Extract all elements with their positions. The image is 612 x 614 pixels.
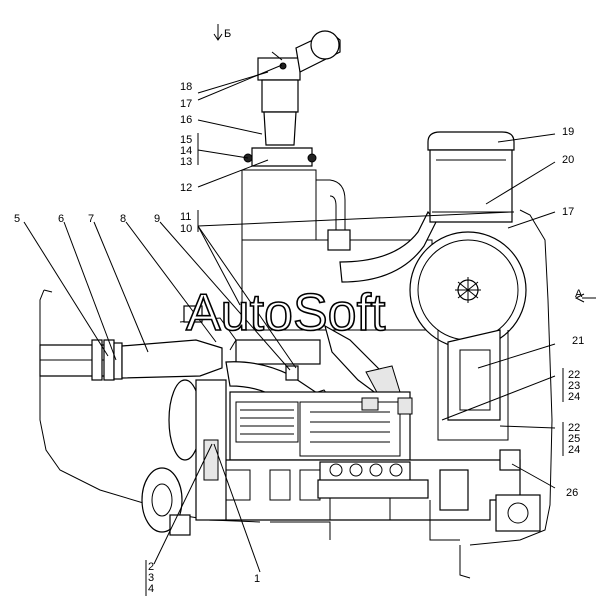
callout-8: 8 — [120, 213, 126, 225]
callout-21: 21 — [572, 335, 584, 347]
callout-11: 11 — [180, 211, 191, 223]
callout-22-lower: 22 — [568, 422, 580, 434]
watermark-text: AutoSoft — [186, 284, 386, 342]
callouts: 18 17 16 15 14 13 12 11 10 5 6 7 8 9 19 … — [14, 81, 584, 595]
callout-3: 3 — [148, 572, 154, 584]
callout-22-upper: 22 — [568, 369, 580, 381]
callout-18: 18 — [180, 81, 192, 93]
callout-2: 2 — [148, 561, 154, 573]
callout-15: 15 — [180, 134, 192, 146]
callout-24-upper: 24 — [568, 391, 580, 403]
view-label-side: А — [575, 288, 583, 300]
exhaust-stack — [241, 30, 341, 300]
callout-6: 6 — [58, 213, 64, 225]
callout-14: 14 — [180, 145, 192, 157]
callout-5: 5 — [14, 213, 20, 225]
callout-13: 13 — [180, 156, 192, 168]
callout-4: 4 — [148, 583, 154, 595]
view-label-top: Б — [224, 28, 231, 40]
callout-16: 16 — [180, 114, 192, 126]
callout-17-top: 17 — [180, 98, 192, 110]
leader-lines — [23, 24, 596, 573]
engine-block — [209, 391, 541, 541]
callout-17-right: 17 — [562, 206, 574, 218]
air-cleaner — [409, 131, 527, 441]
callout-9: 9 — [154, 213, 160, 225]
callout-12: 12 — [180, 182, 192, 194]
callout-7: 7 — [88, 213, 94, 225]
front-pulley — [141, 379, 227, 536]
callout-26: 26 — [566, 487, 578, 499]
callout-25: 25 — [568, 433, 580, 445]
callout-1: 1 — [254, 573, 260, 585]
callout-20: 20 — [562, 154, 574, 166]
callout-10: 10 — [180, 223, 192, 235]
callout-23: 23 — [568, 380, 580, 392]
callout-24-lower: 24 — [568, 444, 580, 456]
callout-19: 19 — [562, 126, 574, 138]
